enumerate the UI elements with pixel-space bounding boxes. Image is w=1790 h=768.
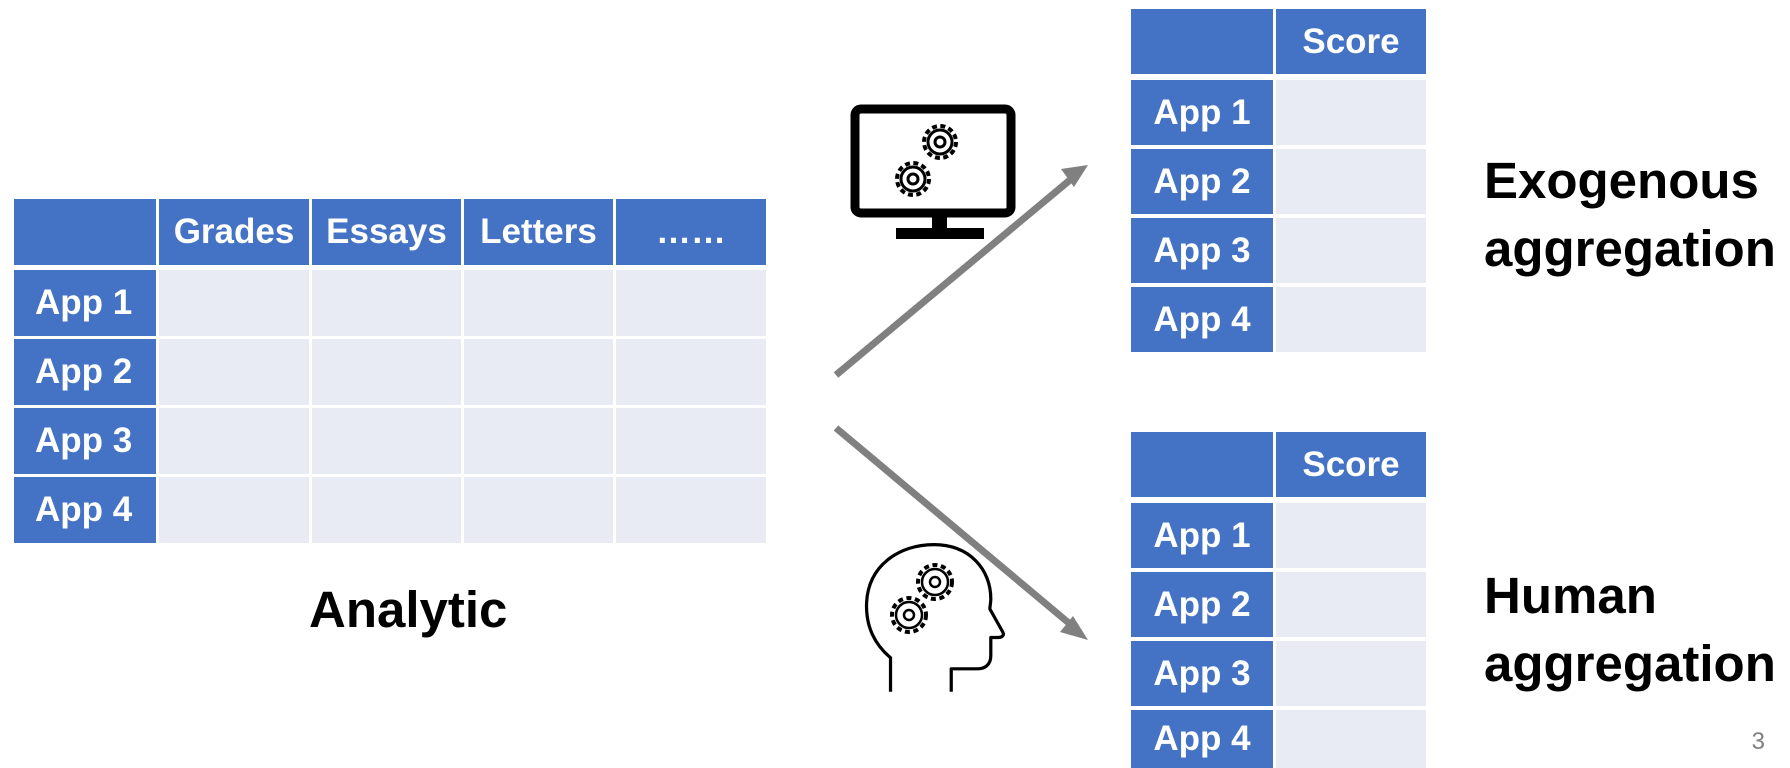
human-row-label: App 4 (1131, 710, 1273, 768)
page-number: 3 (1751, 728, 1765, 755)
human-score-cell (1276, 572, 1426, 637)
analytic-cell (464, 270, 613, 336)
exogenous-header-corner (1131, 9, 1273, 74)
gear-icon (916, 563, 954, 601)
analytic-caption: Analytic (309, 581, 508, 638)
analytic-row-label: App 1 (14, 270, 156, 336)
human-header-score: Score (1276, 432, 1426, 497)
analytic-cell (464, 339, 613, 405)
analytic-cell (312, 477, 461, 543)
gear-icon (890, 596, 928, 634)
analytic-header-grades: Grades (159, 199, 309, 265)
gear-icon (922, 124, 958, 160)
gear-icon (895, 161, 931, 197)
analytic-cell (464, 477, 613, 543)
exogenous-score-cell (1276, 218, 1426, 283)
analytic-cell (312, 270, 461, 336)
analytic-cell (159, 408, 309, 474)
human-row-label: App 3 (1131, 641, 1273, 706)
analytic-cell (159, 339, 309, 405)
head-gears-icon (864, 542, 1005, 692)
exogenous-row-label: App 4 (1131, 287, 1273, 352)
analytic-row-label: App 4 (14, 477, 156, 543)
analytic-cell (616, 270, 766, 336)
human-score-cell (1276, 503, 1426, 568)
exogenous-header-score: Score (1276, 9, 1426, 74)
exogenous-label-line1: Exogenous (1484, 152, 1759, 209)
human-score-cell (1276, 641, 1426, 706)
exogenous-row-label: App 2 (1131, 149, 1273, 214)
exogenous-row-label: App 3 (1131, 218, 1273, 283)
analytic-header-more: …… (616, 199, 766, 265)
analytic-row-label: App 2 (14, 339, 156, 405)
human-label-line1: Human (1484, 567, 1657, 624)
exogenous-score-cell (1276, 80, 1426, 145)
analytic-header-corner (14, 199, 156, 265)
analytic-cell (312, 339, 461, 405)
analytic-cell (616, 339, 766, 405)
analytic-cell (616, 477, 766, 543)
analytic-cell (159, 270, 309, 336)
analytic-header-letters: Letters (464, 199, 613, 265)
analytic-cell (464, 408, 613, 474)
human-row-label: App 2 (1131, 572, 1273, 637)
analytic-row-label: App 3 (14, 408, 156, 474)
exogenous-score-cell (1276, 149, 1426, 214)
exogenous-row-label: App 1 (1131, 80, 1273, 145)
analytic-cell (312, 408, 461, 474)
human-score-cell (1276, 710, 1426, 768)
human-label-line2: aggregation (1484, 635, 1776, 692)
arrow-to-exogenous (833, 165, 1088, 378)
human-header-corner (1131, 432, 1273, 497)
analytic-header-essays: Essays (312, 199, 461, 265)
analytic-cell (616, 408, 766, 474)
arrow-to-human (833, 425, 1088, 640)
exogenous-score-cell (1276, 287, 1426, 352)
exogenous-label-line2: aggregation (1484, 220, 1776, 277)
human-row-label: App 1 (1131, 503, 1273, 568)
computer-gears-icon (850, 104, 1016, 239)
analytic-cell (159, 477, 309, 543)
